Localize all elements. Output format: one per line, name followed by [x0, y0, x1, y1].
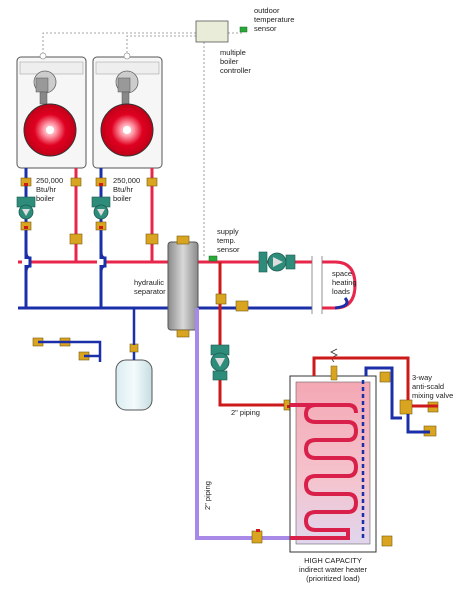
controller-label-line2: boiler	[220, 57, 239, 66]
boiler-1-pump	[16, 196, 36, 220]
supply-sensor-label: supply temp. sensor	[217, 227, 240, 254]
hydraulic-separator	[167, 235, 199, 338]
controller-label-line3: controller	[220, 66, 251, 75]
blue-hops	[24, 251, 107, 273]
boiler-2-label-line3: boiler	[113, 194, 132, 203]
boiler-2-label: 250,000 Btu/hr boiler	[113, 176, 140, 203]
water-heater-label-line3: (prioritized load)	[306, 574, 360, 583]
outdoor-sensor-label: outdoor temperature sensor	[254, 6, 294, 33]
valve-handles	[24, 183, 291, 532]
fill-piping	[38, 308, 136, 362]
piping-2in-horizontal-label: 2" piping	[231, 408, 260, 417]
space-heating-label-line2: heating	[332, 278, 357, 287]
boiler-2-label-line1: 250,000	[113, 176, 140, 185]
boiler-2	[92, 52, 163, 169]
indirect-water-heater	[289, 348, 377, 553]
space-heating-label-line1: space	[332, 269, 352, 278]
space-heating-label: space heating loads	[332, 269, 357, 296]
mixing-valve-label-line2: anti-scald	[412, 382, 444, 391]
dhw-outlet-piping	[312, 356, 438, 434]
space-heating-pump	[258, 251, 296, 273]
supply-sensor-label-line2: temp.	[217, 236, 236, 245]
hydraulic-separator-label-line1: hydraulic	[134, 278, 164, 287]
supply-sensor-label-line1: supply	[217, 227, 239, 236]
outdoor-sensor-label-line1: outdoor	[254, 6, 280, 15]
space-heating-loop-return	[334, 297, 349, 310]
mixing-valve-label-line3: mixing valve	[412, 391, 453, 400]
supply-sensor-label-line3: sensor	[217, 245, 240, 254]
hydraulic-separator-label: hydraulic separator	[134, 278, 166, 296]
supply-temp-sensor-icon	[208, 255, 218, 262]
mixing-valve-label: 3-way anti-scald mixing valve	[412, 373, 453, 400]
controller-label-line1: multiple	[220, 48, 246, 57]
boiler-1-label-line1: 250,000	[36, 176, 63, 185]
boiler-1-label-line3: boiler	[36, 194, 55, 203]
mixing-valve-label-line1: 3-way	[412, 373, 432, 382]
water-heater-label: HIGH CAPACITY indirect water heater (pri…	[299, 556, 367, 583]
outdoor-sensor-label-line2: temperature	[254, 15, 294, 24]
piping-2in-vertical-label: 2" piping	[203, 481, 212, 510]
hydraulic-separator-label-line2: separator	[134, 287, 166, 296]
space-heating-gap	[312, 256, 322, 314]
controller-label: multiple boiler controller	[220, 48, 251, 75]
boiler-1	[16, 52, 87, 169]
boiler-2-pump	[91, 196, 111, 220]
boiler-1-label-line2: Btu/hr	[36, 185, 57, 194]
boiler-1-label: 250,000 Btu/hr boiler	[36, 176, 63, 203]
dhw-supply-pipe	[218, 262, 288, 407]
space-heating-label-line3: loads	[332, 287, 350, 296]
outdoor-sensor-label-line3: sensor	[254, 24, 277, 33]
dhw-pump	[210, 344, 230, 381]
water-heater-label-line2: indirect water heater	[299, 565, 367, 574]
pipe-crossovers	[22, 259, 105, 265]
outdoor-sensor-icon	[239, 26, 248, 33]
boiler-2-label-line2: Btu/hr	[113, 185, 134, 194]
expansion-tank	[115, 352, 153, 411]
water-heater-label-line1: HIGH CAPACITY	[304, 556, 362, 565]
boiler-controller-box	[195, 20, 229, 43]
